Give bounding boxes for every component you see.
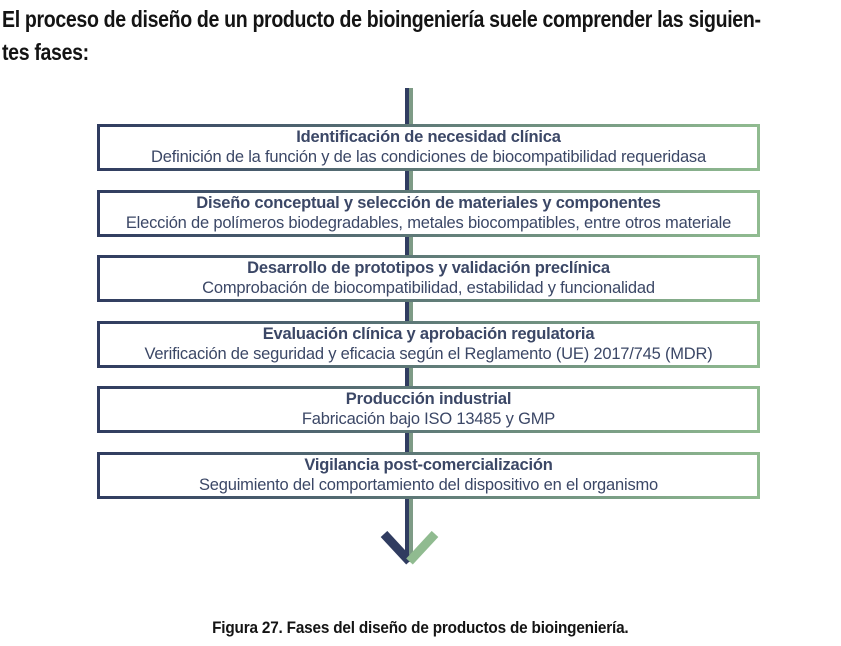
step-subtitle: Fabricación bajo ISO 13485 y GMP — [301, 410, 556, 428]
step-title: Identificación de necesidad clínica — [296, 128, 561, 146]
figure-caption-row: Figura 27. Fases del diseño de productos… — [0, 618, 841, 638]
step-subtitle: Definición de la función y de las condic… — [151, 148, 706, 166]
step-subtitle: Comprobación de biocompatibilidad, estab… — [202, 279, 655, 297]
flow-step: Desarrollo de prototipos y validación pr… — [97, 255, 760, 302]
flow-step: Identificación de necesidad clínica Defi… — [97, 124, 760, 171]
arrow-head-icon — [380, 531, 439, 565]
flow-step: Evaluación clínica y aprobación regulato… — [97, 321, 760, 368]
step-subtitle: Verificación de seguridad y eficacia seg… — [144, 345, 713, 363]
intro-paragraph: El proceso de diseño de un producto de b… — [2, 3, 841, 69]
flow-step: Vigilancia post-comercialización Seguimi… — [97, 452, 760, 499]
flow-step: Diseño conceptual y selección de materia… — [97, 190, 760, 237]
flow-step: Producción industrial Fabricación bajo I… — [97, 386, 760, 433]
step-title: Producción industrial — [345, 390, 512, 408]
step-title: Diseño conceptual y selección de materia… — [196, 194, 661, 212]
step-title: Desarrollo de prototipos y validación pr… — [247, 259, 610, 277]
figure-caption: Figura 27. Fases del diseño de productos… — [212, 618, 629, 637]
intro-line-1: El proceso de diseño de un producto de b… — [2, 6, 761, 32]
step-title: Vigilancia post-comercialización — [304, 456, 553, 474]
step-subtitle: Seguimiento del comportamiento del dispo… — [198, 476, 659, 494]
intro-line-2: tes fases: — [2, 39, 89, 65]
step-title: Evaluación clínica y aprobación regulato… — [262, 325, 595, 343]
step-subtitle: Elección de polímeros biodegradables, me… — [125, 214, 732, 232]
